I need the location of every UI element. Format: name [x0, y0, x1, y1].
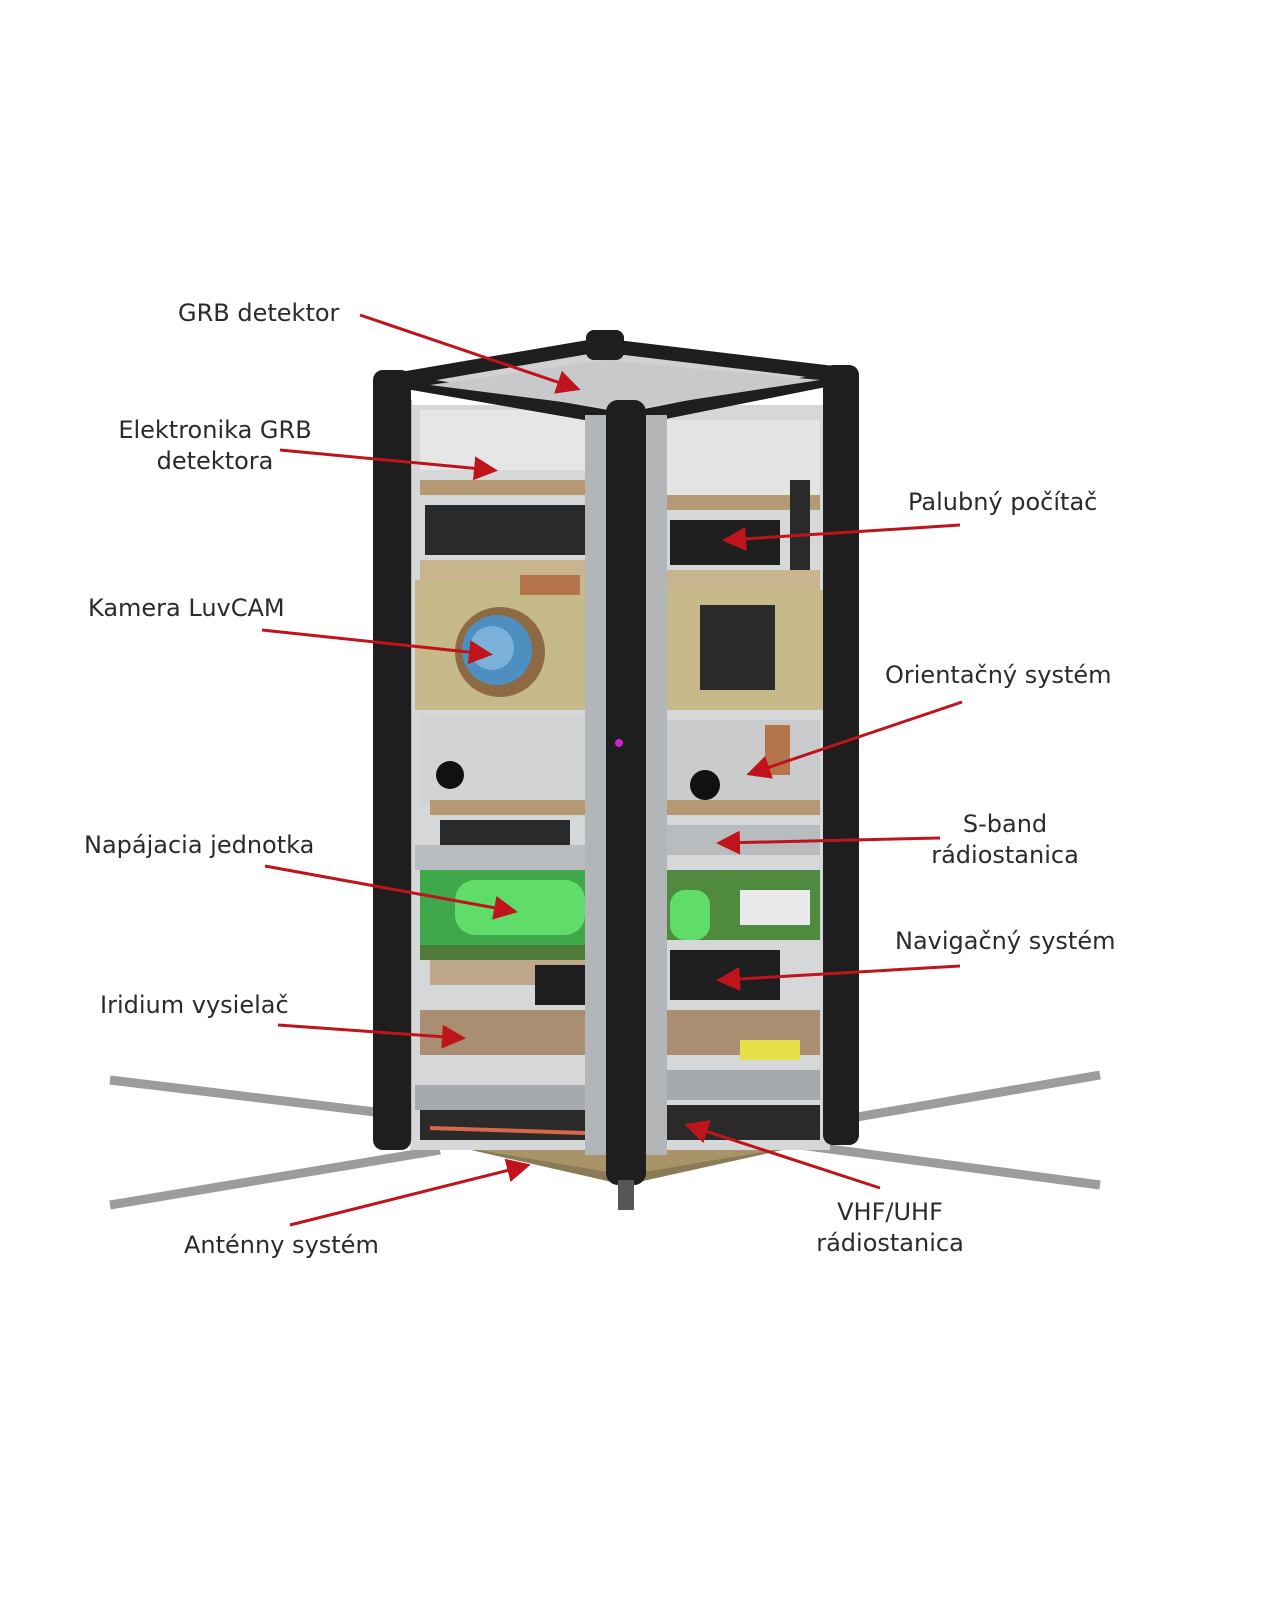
arrow-grb-detector — [359, 313, 581, 394]
label-power-unit: Napájacia jednotka — [84, 831, 315, 859]
antenna-rods — [109, 1070, 1101, 1210]
arrow-iridium — [277, 1023, 466, 1049]
arrow-camera — [261, 628, 493, 665]
arrow-attitude — [746, 700, 963, 779]
arrow-power — [264, 864, 518, 920]
callout-arrows — [261, 313, 963, 1227]
label-antenna-system: Anténny systém — [184, 1231, 379, 1259]
label-grb-electronics-line2: detektora — [156, 447, 274, 475]
left-face — [410, 405, 610, 1150]
right-face — [645, 405, 830, 1150]
label-onboard-computer: Palubný počítač — [908, 488, 1098, 516]
black-rails — [373, 330, 859, 1210]
label-sband: S-band rádiostanica — [920, 809, 1090, 871]
label-sband-line1: S-band — [962, 810, 1048, 838]
label-vhf-line2: rádiostanica — [816, 1229, 964, 1257]
label-grb-electronics: Elektronika GRB detektora — [110, 415, 320, 477]
arrow-vhf — [684, 1120, 881, 1190]
label-iridium: Iridium vysielač — [100, 991, 289, 1019]
label-grb-detector: GRB detektor — [178, 299, 340, 327]
arrow-onboard-computer — [722, 523, 961, 551]
label-vhf-line1: VHF/UHF — [837, 1198, 943, 1226]
arrow-antenna — [289, 1158, 531, 1227]
battery — [455, 880, 585, 935]
label-vhf-uhf: VHF/UHF rádiostanica — [805, 1197, 975, 1259]
arrow-navigation — [716, 964, 961, 991]
arrow-sband — [716, 830, 941, 855]
label-grb-electronics-line1: Elektronika GRB — [118, 416, 312, 444]
label-navigation-system: Navigačný systém — [895, 927, 1116, 955]
label-attitude-system: Orientačný systém — [885, 661, 1112, 689]
label-camera: Kamera LuvCAM — [88, 594, 285, 622]
label-sband-line2: rádiostanica — [931, 841, 1079, 869]
arrow-grb-electronics — [279, 448, 498, 481]
